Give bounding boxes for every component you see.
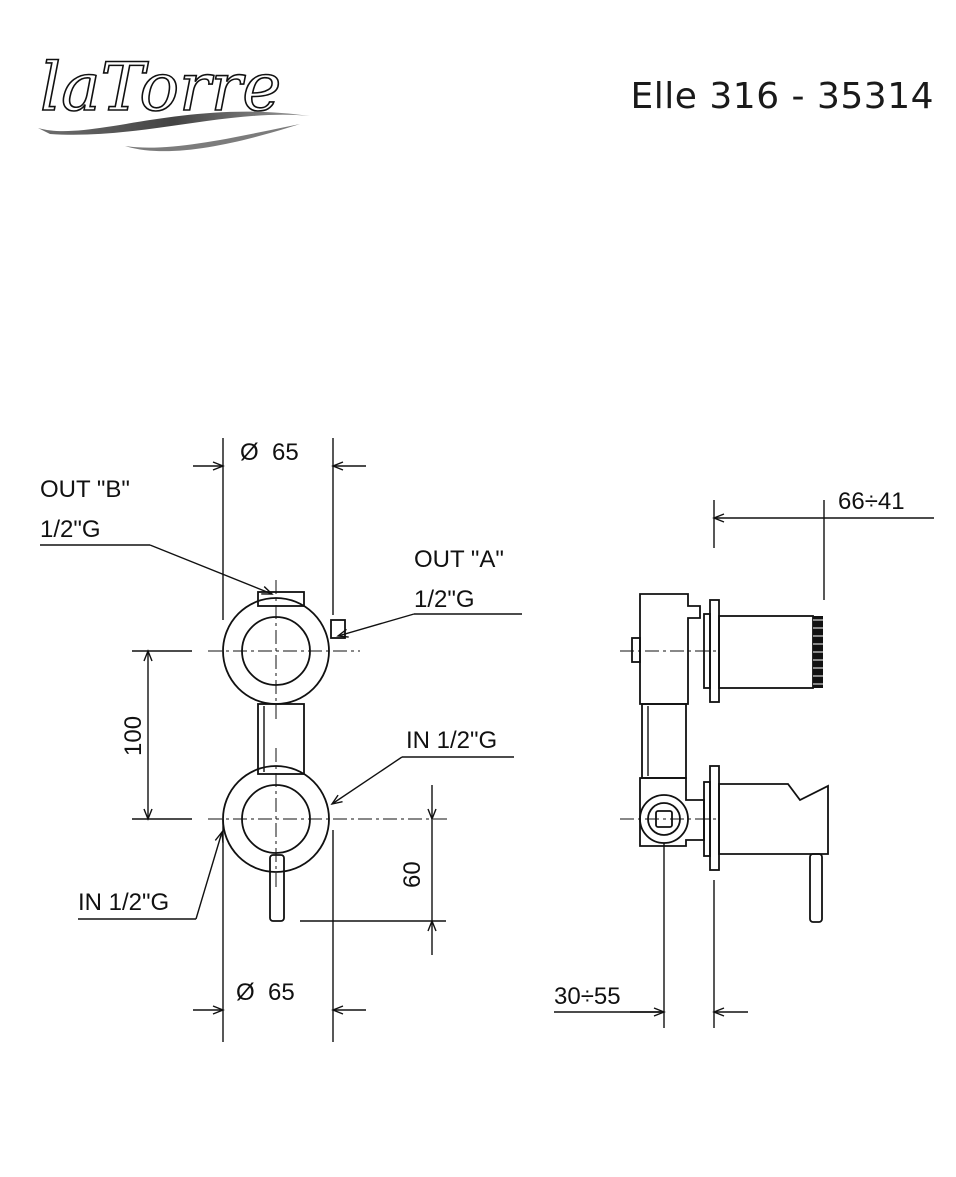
diameter-bottom-label: Ø 65: [236, 979, 295, 1006]
side-view: 66÷41: [554, 488, 934, 1028]
diameter-top-label: Ø 65: [240, 439, 299, 466]
logo-lettering: laTorre: [40, 49, 281, 126]
lower-wall-plate: [709, 765, 720, 871]
in-left-label: IN 1/2"G: [78, 889, 169, 916]
out-a-label: OUT "A": [414, 546, 504, 573]
side-lever: [809, 853, 823, 923]
out-b-label: OUT "B": [40, 476, 130, 503]
lever-offset-label: 60: [399, 861, 426, 888]
out-b-size-label: 1/2"G: [40, 516, 101, 543]
product-title: Elle 316 - 35314: [630, 76, 934, 117]
upper-handle-body: [718, 615, 814, 689]
upper-outlet-body: [208, 580, 360, 720]
latorre-logo: laTorre: [38, 48, 310, 152]
lever-handle: [269, 854, 285, 922]
out-a-size-label: 1/2"G: [414, 586, 475, 613]
in-right-label: IN 1/2"G: [406, 727, 497, 754]
front-view: Ø 65 100 60: [40, 438, 522, 1042]
lower-inlet-body: [208, 748, 450, 922]
depth-dimension-label: 30÷55: [554, 983, 621, 1010]
spacing-dimension-label: 100: [120, 716, 147, 756]
projection-dimension-label: 66÷41: [838, 488, 905, 515]
lower-handle-body: [718, 783, 829, 855]
connecting-pipe: [257, 703, 305, 775]
